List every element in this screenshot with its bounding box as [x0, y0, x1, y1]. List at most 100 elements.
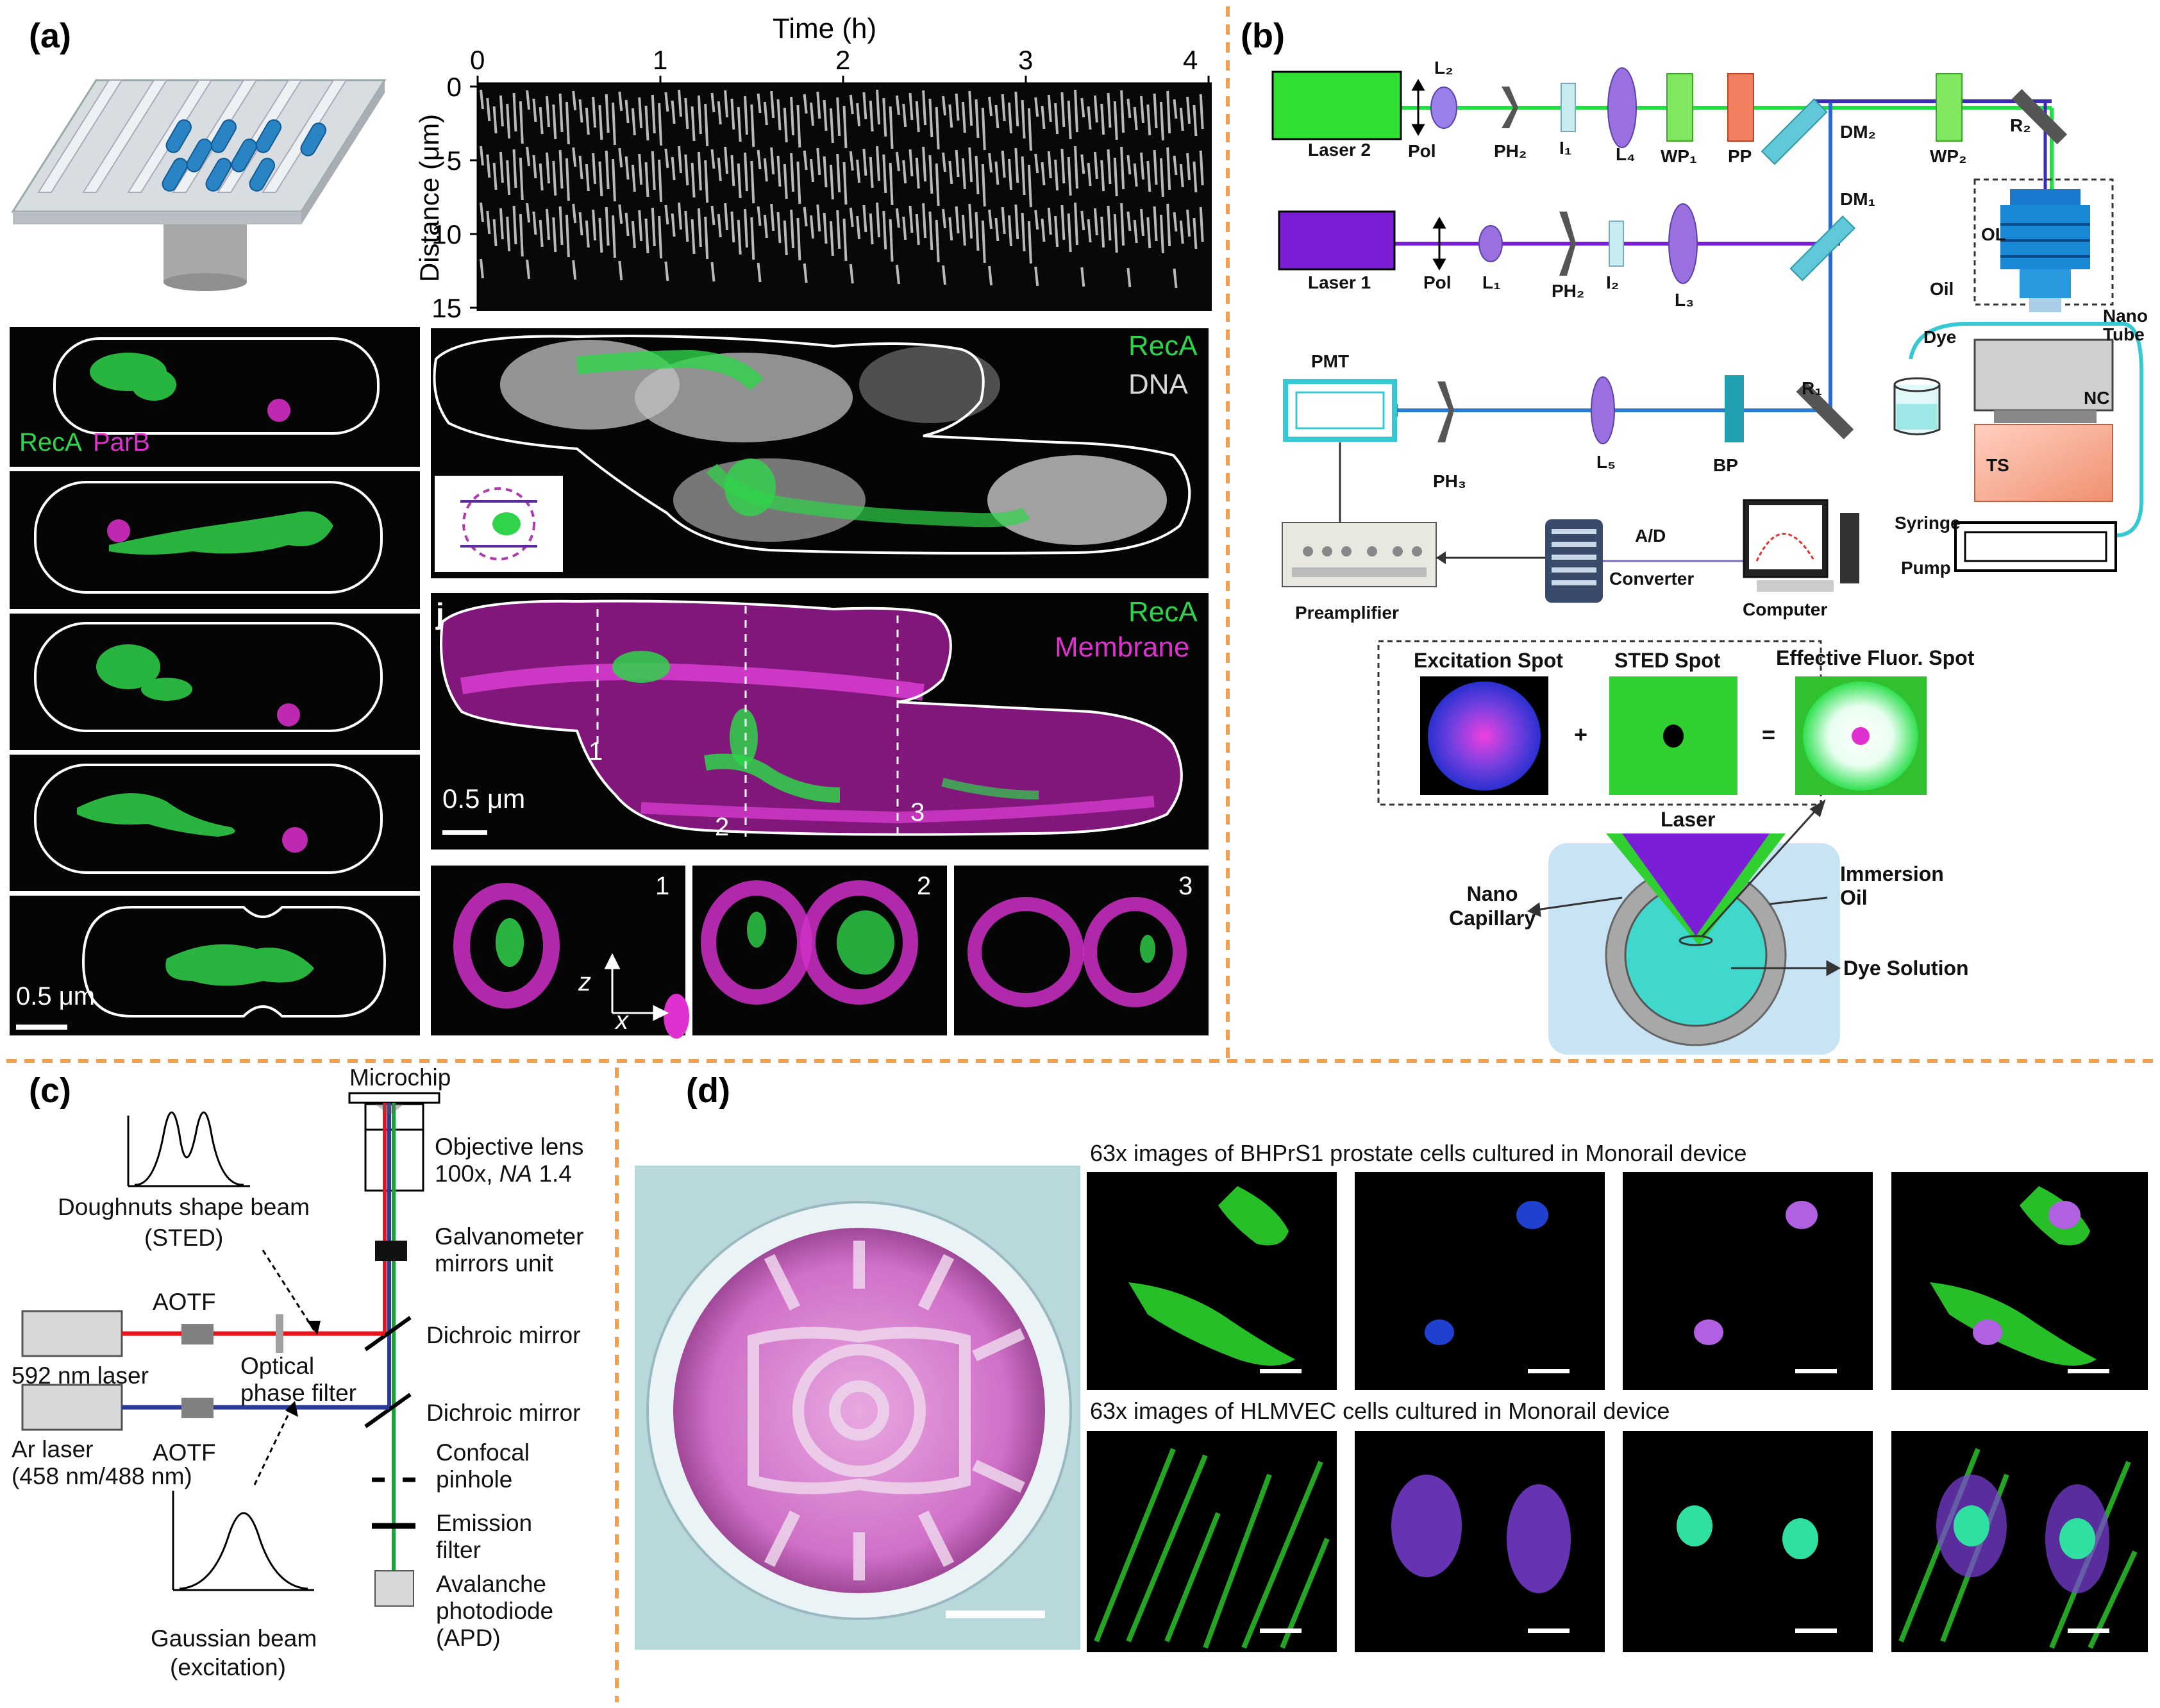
ol-label: OL: [1981, 224, 2006, 244]
confocal-label-1: Confocal: [436, 1439, 530, 1466]
panel-c-label: (c): [29, 1071, 71, 1110]
dichroic-mirror-1-label: Dichroic mirror: [426, 1322, 581, 1348]
pmt-label: PMT: [1311, 351, 1350, 371]
parB-label: ParB: [93, 428, 150, 456]
panel-a-label: (a): [29, 17, 71, 55]
r1-label: R₁: [1802, 378, 1822, 398]
pump-label: Pump: [1901, 558, 1951, 578]
doughnut-beam-label: Doughnuts shape beam: [58, 1194, 310, 1220]
syringe-label: Syringe: [1895, 513, 1961, 533]
dye-label: Dye: [1923, 327, 1957, 347]
slice-label: 1: [655, 872, 670, 900]
apd-label-1: Avalanche: [436, 1571, 547, 1597]
immersion-oil-label: Immersion Oil: [1840, 862, 1944, 909]
kymograph-xlabel: Time (h): [773, 13, 877, 44]
galvo-label-1: Galvanometer: [435, 1223, 584, 1250]
nano-capillary-label: Nano Capillary: [1449, 882, 1536, 930]
l4-label: L₄: [1616, 144, 1636, 164]
sted-spot-label: STED Spot: [1614, 649, 1721, 672]
nc-label: NC: [2084, 388, 2110, 408]
dye-solution-label: Dye Solution: [1843, 957, 1969, 980]
scale-bar-label: 0.5 μm: [442, 783, 526, 814]
row1-caption: 63x images of BHPrS1 prostate cells cult…: [1090, 1140, 1747, 1166]
nano-tube-label: Nano Tube: [2103, 306, 2148, 345]
ph2-label: PH₂: [1494, 141, 1527, 161]
ar-laser-label-2: (458 nm/488 nm): [12, 1463, 192, 1489]
phase-filter-label-1: Optical: [240, 1353, 315, 1379]
kymo-xtick: 2: [835, 45, 851, 75]
bp-label: BP: [1713, 455, 1738, 475]
objective-lens-label: Objective lens: [435, 1134, 584, 1160]
kymo-xtick: 4: [1183, 45, 1198, 75]
aotf-label: AOTF: [153, 1289, 216, 1315]
kymo-xtick: 1: [653, 45, 668, 75]
cell-images-grid: [1087, 1172, 2148, 1652]
axis-z-label: z: [578, 968, 591, 996]
l2-label: L₂: [1434, 58, 1453, 78]
kymo-ytick: 0: [446, 72, 462, 102]
l1-label: L₁: [1482, 272, 1501, 292]
kymograph: [470, 76, 1212, 311]
effective-spot-label: Effective Fluor. Spot: [1776, 646, 1975, 669]
excitation-spot-label: Excitation Spot: [1414, 649, 1563, 672]
emission-label-1: Emission: [436, 1510, 533, 1536]
confocal-label-2: pinhole: [436, 1466, 513, 1493]
kymo-ytick: 5: [446, 146, 462, 176]
monorail-device-photo: [635, 1166, 1080, 1650]
kymo-xtick: 3: [1018, 45, 1034, 75]
confocal-sted-schematic: [21, 1092, 440, 1607]
slice-label: 2: [917, 872, 932, 900]
preamplifier-label: Preamplifier: [1295, 603, 1399, 623]
excitation-label: (excitation): [170, 1654, 286, 1680]
recA-label: RecA: [19, 428, 82, 456]
laser-2: [1271, 71, 1402, 140]
panel-d-label: (d): [686, 1071, 730, 1110]
recA-dna-image: [431, 328, 1209, 578]
mother-machine-illustration: [11, 79, 387, 291]
ts-label: TS: [1986, 455, 2009, 475]
l5-label: L₅: [1596, 452, 1616, 472]
slice-marker: 3: [910, 798, 925, 826]
gaussian-beam-label: Gaussian beam: [151, 1625, 317, 1652]
microchip-label: Microchip: [349, 1064, 451, 1091]
ad-label: A/D: [1635, 526, 1666, 546]
recA-label: RecA: [1128, 596, 1198, 628]
panel-b-label: (b): [1241, 17, 1285, 55]
aotf-label: AOTF: [153, 1439, 216, 1466]
row2-caption: 63x images of HLMVEC cells cultured in M…: [1090, 1398, 1670, 1424]
l3-label: L₃: [1675, 290, 1695, 310]
panel-j-tag: j: [436, 597, 444, 630]
cross-section-slices: [431, 866, 1209, 1039]
slice-label: 3: [1178, 872, 1193, 900]
computer-label: Computer: [1743, 599, 1828, 619]
r2-label: R₂: [2010, 115, 2031, 135]
dna-label: DNA: [1128, 369, 1188, 400]
recA-membrane-image: [431, 593, 1209, 850]
i1-label: I₁: [1559, 138, 1572, 158]
laser-2-label: Laser 2: [1308, 140, 1371, 160]
objective-spec: 100x, NA 1.4: [435, 1160, 572, 1187]
laser-1-label: Laser 1: [1308, 272, 1371, 292]
wp2-label: WP₂: [1930, 146, 1967, 166]
plus-sign: +: [1574, 721, 1588, 748]
dm2-label: DM₂: [1840, 122, 1876, 142]
ph2-label: PH₂: [1552, 281, 1585, 301]
ph3-label: PH₃: [1433, 471, 1466, 491]
kymo-xtick: 0: [470, 45, 485, 75]
pp-label: PP: [1728, 146, 1752, 166]
galvo-label-2: mirrors unit: [435, 1250, 554, 1277]
kymo-ytick: 15: [431, 293, 462, 323]
pol-label: Pol: [1423, 272, 1452, 292]
laser-592-label: 592 nm laser: [12, 1362, 149, 1389]
slice-marker: 1: [589, 737, 603, 766]
axis-x-label: x: [615, 1007, 628, 1035]
apd-label-2: photodiode: [436, 1598, 554, 1624]
pol-label: Pol: [1408, 141, 1436, 161]
membrane-label: Membrane: [1055, 632, 1190, 663]
recA-label: RecA: [1128, 330, 1198, 362]
ar-laser-label-1: Ar laser: [12, 1436, 94, 1462]
sted-label: (STED): [144, 1225, 224, 1251]
converter-label: Converter: [1609, 569, 1695, 589]
kymograph-ylabel: Distance (μm): [414, 113, 444, 283]
equals-sign: =: [1762, 721, 1776, 748]
